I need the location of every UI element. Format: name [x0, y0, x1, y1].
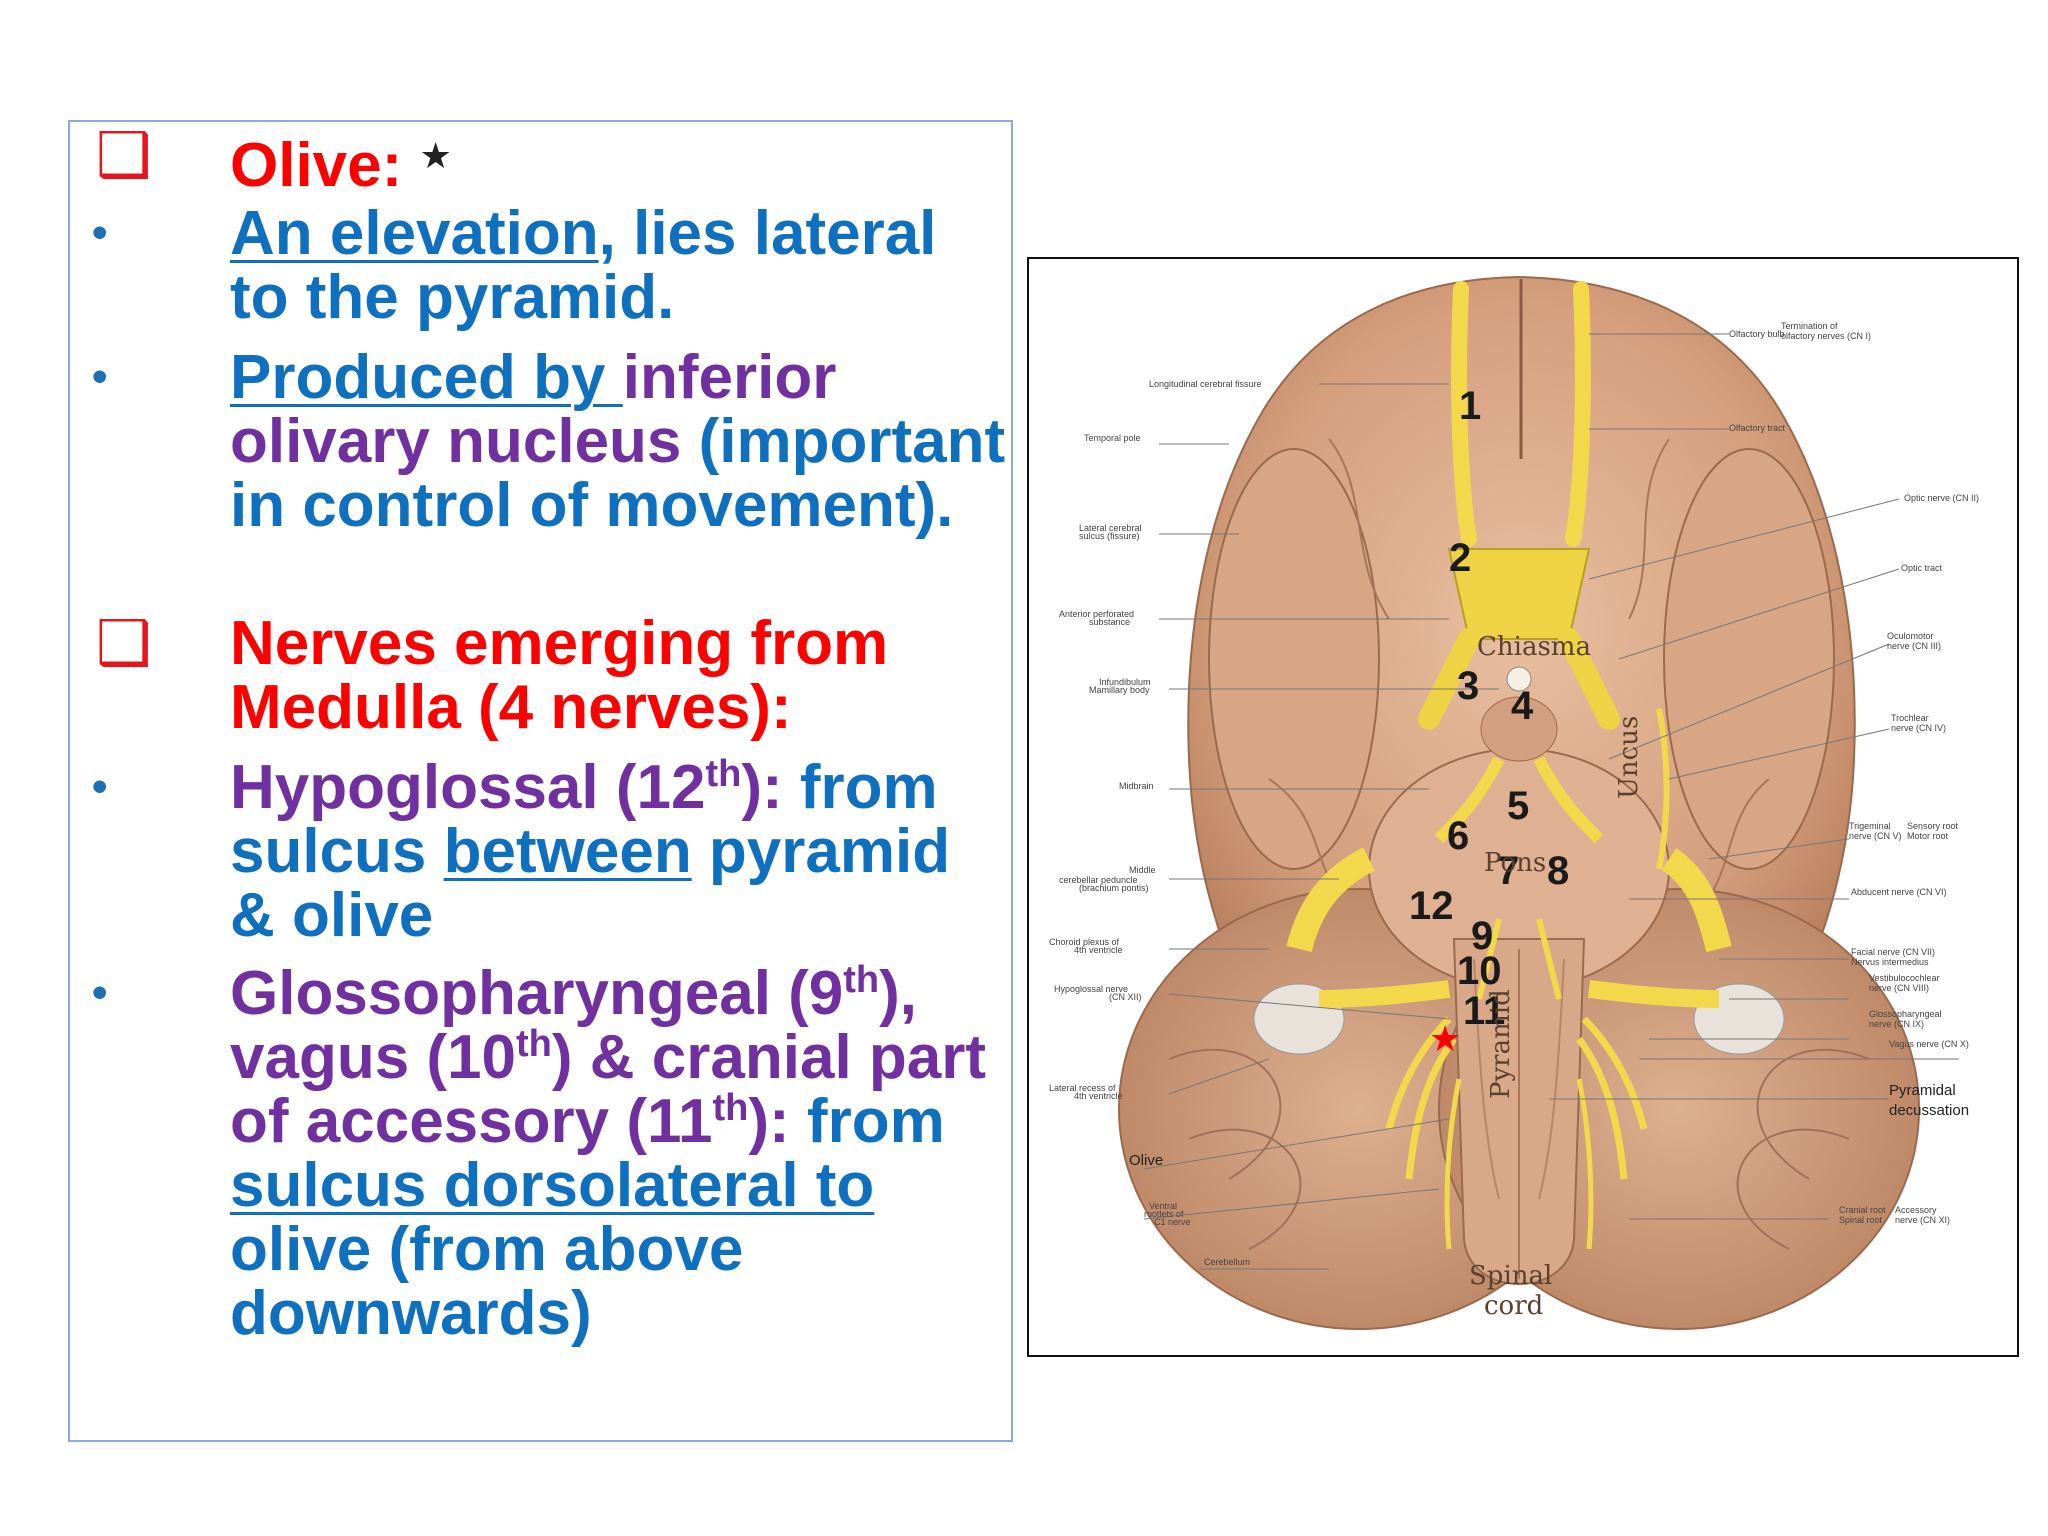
produced-by-desc: (important in control of movement). [230, 407, 1006, 540]
right-label: Vagus nerve (CN X) [1889, 1039, 1969, 1049]
produced-by-term: Produced by [230, 343, 623, 412]
right-label: Nervus intermedius [1851, 957, 1929, 967]
elevation-desc: , lies lateral to the pyramid. [230, 199, 937, 332]
right-label: Facial nerve (CN VII) [1851, 947, 1935, 957]
cord-label: cord [1484, 1291, 1543, 1321]
right-label: Trigeminal [1849, 821, 1891, 831]
left-label: (CN XII) [1109, 992, 1142, 1002]
right-label: Olfactory tract [1729, 423, 1786, 433]
bullet-dot-icon: • [92, 208, 108, 257]
nerve-number-2: 2 [1449, 536, 1471, 580]
right-label: Cranial root [1839, 1205, 1886, 1215]
right-label: Olfactory bulb [1729, 329, 1785, 339]
nerve-number-7: 7 [1497, 849, 1519, 893]
left-label: Choroid plexus of [1049, 937, 1120, 947]
left-label: Anterior perforated [1059, 609, 1134, 619]
left-label: Lateral recess of [1049, 1083, 1116, 1093]
left-label: substance [1089, 617, 1130, 627]
nerve-number-4: 4 [1511, 684, 1534, 728]
left-label: Ventral [1149, 1201, 1177, 1211]
left-label: Olive [1129, 1152, 1163, 1169]
bullet-dot-icon: • [92, 762, 108, 811]
right-label: nerve (CN III) [1887, 641, 1941, 651]
nerve-number-1: 1 [1459, 384, 1481, 428]
right-label: nerve (CN XI) [1895, 1215, 1950, 1225]
left-label: Cerebellum [1204, 1257, 1250, 1267]
checkbox-bullet-icon: ❑ [96, 118, 152, 191]
nerve-number-9: 9 [1471, 914, 1493, 958]
left-label: 4th ventricle [1074, 1091, 1123, 1101]
left-label: Mamillary body [1089, 685, 1150, 695]
elevation-term: An elevation [230, 199, 599, 268]
right-label: Optic nerve (CN II) [1904, 493, 1979, 503]
right-label: Trochlear [1891, 713, 1929, 723]
olive-star-marker: ★ [1429, 1019, 1461, 1060]
nerve-number-11: 11 [1463, 989, 1505, 1033]
sulcus-term: sulcus [230, 1151, 427, 1220]
right-label: nerve (CN IV) [1891, 723, 1946, 733]
chiasma-label: Chiasma [1477, 632, 1591, 662]
nerve-number-5: 5 [1507, 784, 1529, 828]
nerve-number-3: 3 [1457, 664, 1479, 708]
left-label: Infundibulum [1099, 677, 1151, 687]
spinal-label: Spinal [1469, 1261, 1552, 1291]
right-label: Optic tract [1901, 563, 1943, 573]
left-label: rootlets of [1144, 1209, 1184, 1219]
nerve-number-6: 6 [1447, 814, 1469, 858]
right-label: decussation [1889, 1102, 1969, 1119]
nerve-number-8: 8 [1547, 849, 1569, 893]
left-label: cerebellar peduncle [1059, 875, 1138, 885]
uncus-label: Uncus [1614, 716, 1644, 799]
right-label: Termination of [1781, 321, 1838, 331]
text-panel: ❑ Olive: ★ • An elevation, lies lateral … [68, 120, 1013, 1442]
right-label: Abducent nerve (CN VI) [1851, 887, 1947, 897]
star-icon: ★ [419, 135, 452, 176]
right-label: nerve (CN VIII) [1869, 983, 1929, 993]
right-label: Glossopharyngeal [1869, 1009, 1942, 1019]
right-label: Vestibulocochlear [1869, 973, 1940, 983]
left-label: (brachium pontis) [1079, 883, 1149, 893]
glossopharyngeal-term: Glossopharyngeal (9th), vagus (10th) & c… [230, 959, 987, 1156]
bullet-dot-icon: • [92, 352, 108, 401]
right-label: Spinal root [1839, 1215, 1883, 1225]
pyramid-label: Pyramid [1486, 989, 1516, 1099]
nerves-heading: Nerves emerging from Medulla (4 nerves): [230, 609, 889, 742]
left-label: 4th ventricle [1074, 945, 1123, 955]
left-label: sulcus (fissure) [1079, 531, 1140, 541]
olive-heading: Olive: [230, 131, 403, 200]
left-label: Longitudinal cerebral fissure [1149, 379, 1262, 389]
right-label: olfactory nerves (CN I) [1781, 331, 1871, 341]
right-label: Sensory root [1907, 821, 1959, 831]
left-label: Middle [1129, 865, 1156, 875]
dorsolateral-term: dorsolateral to [426, 1151, 875, 1220]
left-label: Lateral cerebral [1079, 523, 1142, 533]
left-label: C1 nerve [1154, 1217, 1191, 1227]
right-label: Oculomotor [1887, 631, 1934, 641]
nerve-number-12: 12 [1409, 884, 1454, 928]
checkbox-bullet-icon: ❑ [96, 606, 152, 679]
between-term: between [443, 817, 692, 886]
left-label: Midbrain [1119, 781, 1154, 791]
bullet-dot-icon: • [92, 968, 108, 1017]
right-label: Pyramidal [1889, 1082, 1956, 1099]
pons-label: Pons [1484, 848, 1546, 878]
left-label: Temporal pole [1084, 433, 1141, 443]
right-label: Accessory [1895, 1205, 1937, 1215]
right-label: nerve (CN IX) [1869, 1019, 1924, 1029]
inferior-olivary-nucleus: inferior olivary nucleus [230, 343, 837, 476]
right-label: Motor root [1907, 831, 1949, 841]
left-label: Hypoglossal nerve [1054, 984, 1128, 994]
nerve-number-10: 10 [1457, 949, 1502, 993]
hypoglossal-term: Hypoglossal (12th): [230, 753, 783, 822]
right-label: nerve (CN V) [1849, 831, 1902, 841]
